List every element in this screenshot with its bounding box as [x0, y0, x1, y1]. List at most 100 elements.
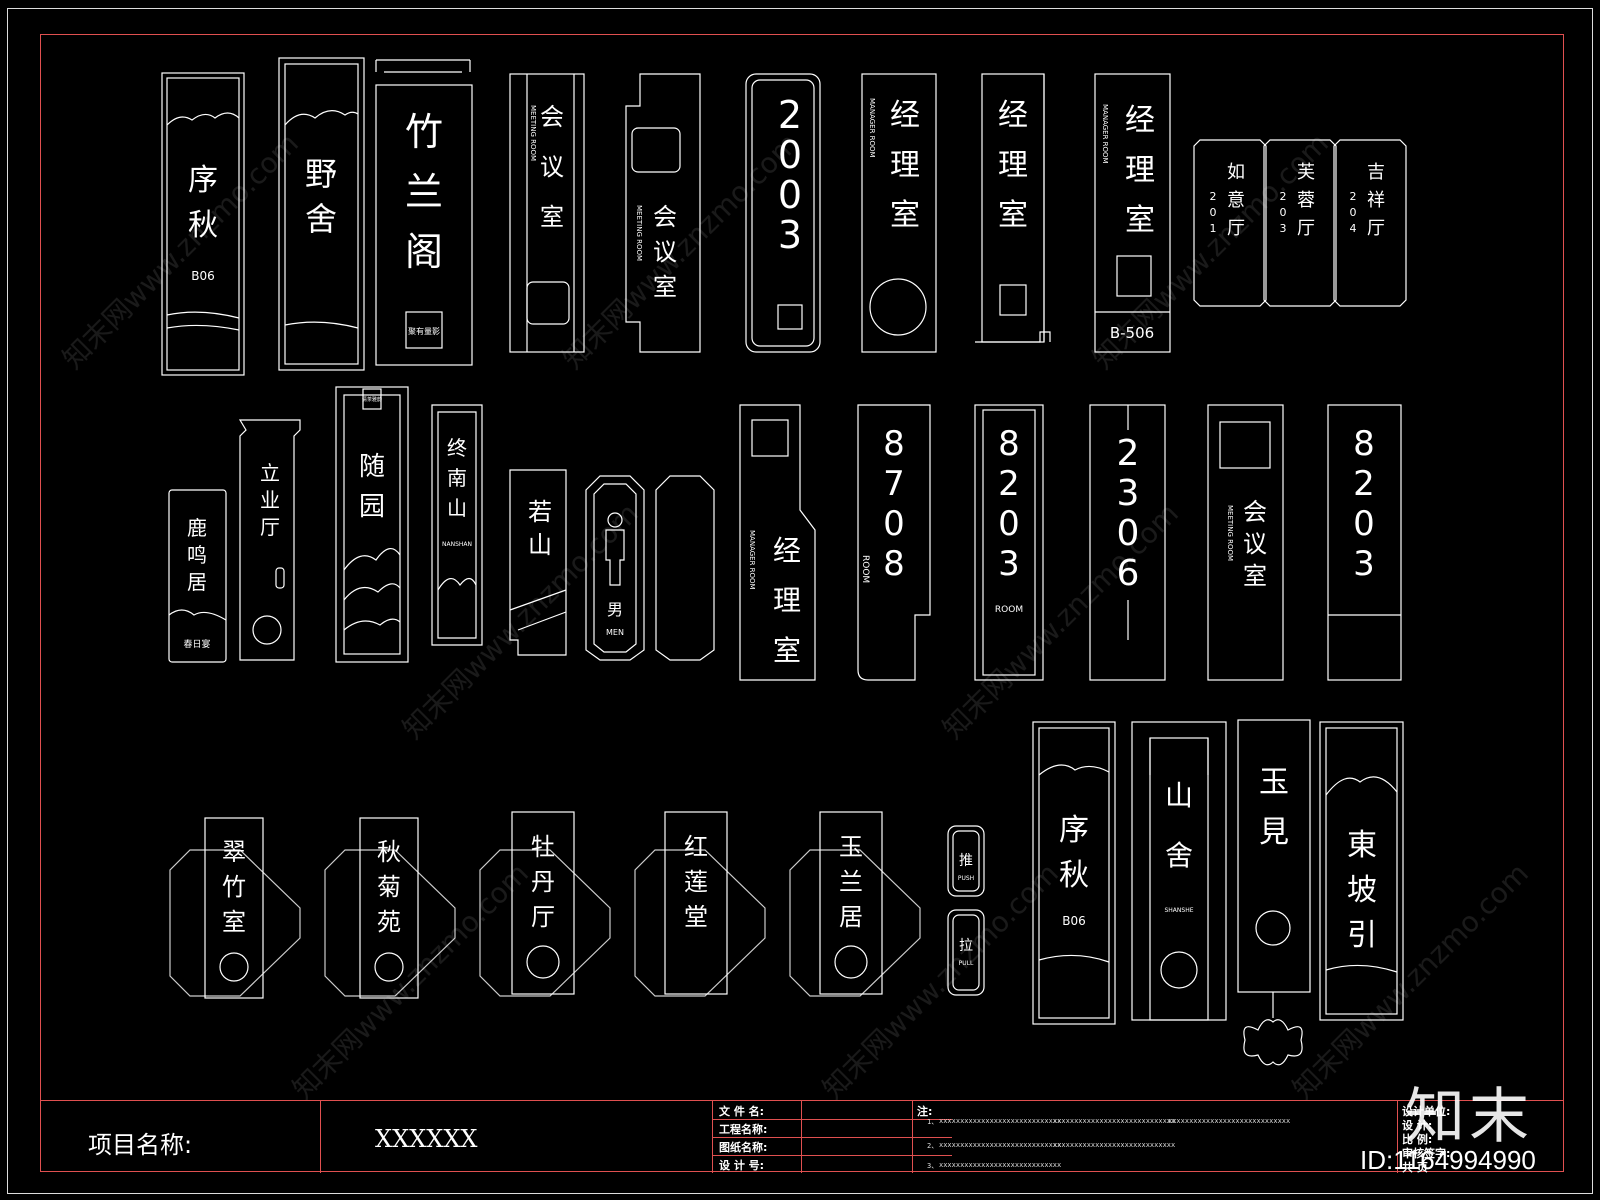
sign-char: 厅: [1227, 218, 1245, 239]
sign-char: 祥: [1367, 190, 1385, 211]
sign-en: ROOM: [860, 555, 870, 583]
sign-char: 秋: [1059, 858, 1089, 893]
sign-char: 理: [998, 148, 1028, 183]
sign-manager-2: 经 理 室: [975, 73, 1051, 343]
sign-qiuju: 秋 菊 苑: [324, 817, 456, 999]
sign-char: 8: [883, 544, 905, 584]
sign-char: 8: [1353, 424, 1375, 464]
project-name-value: XXXXXX: [375, 1125, 478, 1153]
sign-char: 会: [540, 103, 564, 131]
sign-num: 0: [1210, 206, 1217, 219]
sign-char: 厅: [260, 515, 280, 539]
sign-en: PUSH: [958, 875, 974, 882]
scale-label: 比 例:: [1402, 1133, 1433, 1146]
sign-char: 0: [1117, 513, 1140, 554]
sign-char: 序: [188, 163, 218, 198]
sign-char: 牡: [531, 833, 555, 861]
sign-char: 莲: [684, 868, 708, 896]
note-text: xxxxxxxxxxxxxxxxxxxxxxxxxxxxx: [1168, 1117, 1291, 1125]
sign-char: 理: [1125, 153, 1155, 188]
sign-char: 蓉: [1297, 190, 1315, 211]
review-label: 审核签字:: [1402, 1147, 1451, 1160]
sign-shanshe: 山 舍 SHANSHE: [1131, 721, 1227, 1021]
sign-char: 0: [883, 504, 905, 544]
sign-char: 园: [359, 492, 385, 522]
sign-char: 序: [1059, 813, 1089, 848]
tb-notes: 注: 1、 xxxxxxxxxxxxxxxxxxxxxxxxxxxxx xxxx…: [912, 1101, 1412, 1173]
sign-char: 会: [1243, 498, 1267, 526]
sign-mudan: 牡 丹 厅: [479, 811, 611, 997]
sign-num: 4: [1350, 222, 1357, 235]
sign-manager-3: 经 理 室 MANAGER ROOM B-506: [1094, 73, 1171, 353]
sign-char: 厅: [531, 903, 555, 931]
sign-char: 玉: [839, 833, 863, 861]
sign-char: 秋: [188, 208, 218, 243]
sign-en: MEN: [606, 628, 624, 637]
sign-char: 室: [890, 198, 920, 233]
sign-char: 玉: [1259, 765, 1289, 800]
sign-char: 兰: [839, 868, 863, 896]
note-text: xxxxxxxxxxxxxxxxxxxxxxxxxxxxx: [939, 1141, 1062, 1149]
sign-char: 终: [447, 436, 467, 460]
sign-men: 男 MEN: [585, 475, 645, 661]
sign-char: 2: [998, 464, 1020, 504]
sign-num: 2: [1210, 190, 1217, 203]
sign-en: MANAGER ROOM: [748, 530, 756, 590]
note-prefix: 1、: [927, 1118, 939, 1126]
sign-num: 0: [1350, 206, 1357, 219]
sign-num: 2: [1280, 190, 1287, 203]
sign-char: 厅: [1367, 218, 1385, 239]
sign-char: 室: [540, 203, 564, 231]
sign-luming: 鹿 鸣 居 春日宴: [168, 489, 227, 663]
sign-char: 居: [839, 903, 863, 931]
tb-row: [713, 1137, 952, 1156]
design-no-label: 设 计 号:: [719, 1159, 765, 1172]
sign-2003: 2 0 0 3: [745, 73, 821, 353]
sign-char: 0: [778, 133, 802, 177]
sign-char: 南: [447, 466, 467, 490]
sign-sub: 春日宴: [183, 638, 210, 650]
sign-char: 鸣: [187, 543, 207, 567]
project-name-label: 项目名称:: [88, 1131, 193, 1159]
sign-en: MANAGER ROOM: [1101, 104, 1109, 164]
sign-char: 居: [187, 570, 207, 594]
tb-divider: [320, 1101, 700, 1173]
drawing-name-label: 图纸名称:: [719, 1141, 768, 1154]
sign-zhongnan: 终 南 山 NANSHAN: [431, 404, 483, 646]
sign-char: 推: [959, 853, 973, 869]
sign-char: 2: [778, 93, 802, 137]
sign-char: 竹: [222, 873, 246, 901]
sign-char: 山: [447, 496, 467, 520]
sign-liye: 立 业 厅: [238, 419, 301, 661]
sign-ruoshan: 若 山: [509, 469, 567, 656]
sign-cuizhu: 翠 竹 室: [169, 817, 301, 999]
watermark-id: ID:1164994990: [1360, 1145, 1536, 1175]
sign-char: 坡: [1347, 873, 1377, 908]
sign-char: 吉: [1367, 162, 1385, 183]
tb-file-cells: 文 件 名: 工程名称: 图纸名称: 设 计 号:: [712, 1101, 952, 1173]
sign-char: 3: [998, 544, 1020, 584]
notes-label: 注:: [917, 1105, 933, 1118]
sign-blank: [655, 475, 715, 661]
sign-char: 议: [1243, 530, 1267, 558]
sign-char: 室: [653, 273, 677, 301]
sign-char: 舍: [1165, 839, 1193, 872]
sign-char: 芙: [1297, 162, 1315, 183]
sign-char: 理: [773, 584, 801, 617]
sign-char: 引: [1347, 918, 1377, 953]
sign-meeting-3: 会 议 室 MEETING ROOM: [1207, 404, 1284, 681]
sign-char: 随: [359, 452, 385, 482]
sign-char: 3: [1117, 473, 1140, 514]
note-text: xxxxxxxxxxxxxxxxxxxxxxxxxxxxx: [1053, 1117, 1176, 1125]
sign-char: 山: [528, 531, 552, 559]
sign-char: 堂: [684, 903, 708, 931]
designer-label: 设 计:: [1402, 1119, 1433, 1132]
seal-text: 清茶雅韵: [362, 396, 382, 403]
sign-panels-hall: 如 意 厅 2 0 1 芙 蓉 厅 2 0 3 吉 祥 厅 2 0 4: [1193, 139, 1407, 307]
sign-char: 竹: [405, 110, 443, 154]
sign-en: MEETING ROOM: [1226, 505, 1234, 561]
sign-char: 東: [1347, 828, 1377, 863]
sign-push-pull: 推 PUSH 拉 PULL: [947, 825, 985, 996]
note-text: xxxxxxxxxxxxxxxxxxxxxxxxxxxxx: [939, 1117, 1062, 1125]
sign-char: 見: [1259, 815, 1289, 850]
